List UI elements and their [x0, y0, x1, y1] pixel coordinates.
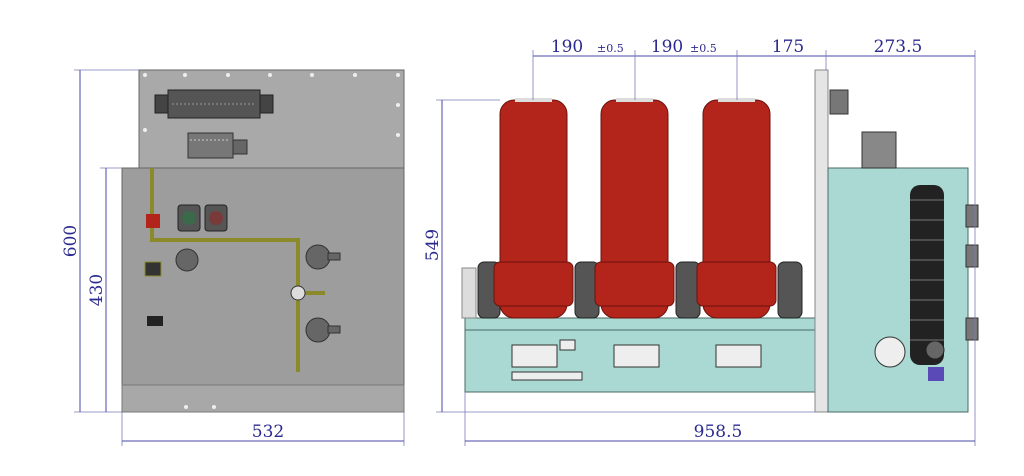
front-panel	[121, 167, 405, 413]
dim-532: 532	[252, 422, 284, 442]
dimension-labels: 600 430 532 549 958.5 190 ±0.5 190 ±0.5 …	[61, 37, 922, 442]
operating-mechanism	[827, 167, 969, 413]
dimension-lines	[74, 50, 976, 446]
dim-190-a: 190	[551, 37, 583, 57]
dim-430: 430	[87, 274, 107, 306]
auxiliary-switch	[187, 132, 248, 159]
closing-spring	[910, 185, 944, 365]
front-view	[121, 69, 405, 413]
mounting-holes	[143, 73, 400, 137]
counter	[144, 261, 162, 277]
dim-549: 549	[423, 229, 443, 261]
label-plate	[147, 316, 163, 326]
top-plate	[138, 69, 405, 169]
terminal-fittings	[290, 244, 341, 343]
secondary-plug-connector	[154, 89, 274, 119]
linkage-mechanisms	[511, 339, 762, 381]
bottom-holes	[184, 405, 216, 409]
dim-273-5: 273.5	[874, 37, 923, 57]
partition-plate	[814, 69, 829, 413]
dim-958-5: 958.5	[694, 422, 743, 442]
dim-190-b-tol: ±0.5	[690, 42, 717, 55]
counter-knob	[175, 248, 199, 272]
indicator-red	[146, 214, 160, 228]
side-view	[461, 69, 979, 413]
cam-gear	[874, 336, 906, 368]
dim-175: 175	[772, 37, 804, 57]
pole-cap	[515, 98, 755, 102]
bottom-strip	[121, 384, 405, 413]
dim-190-a-tol: ±0.5	[597, 42, 624, 55]
dim-600: 600	[61, 225, 81, 257]
dim-190-b: 190	[651, 37, 683, 57]
vacuum-interrupter-poles	[493, 99, 777, 319]
